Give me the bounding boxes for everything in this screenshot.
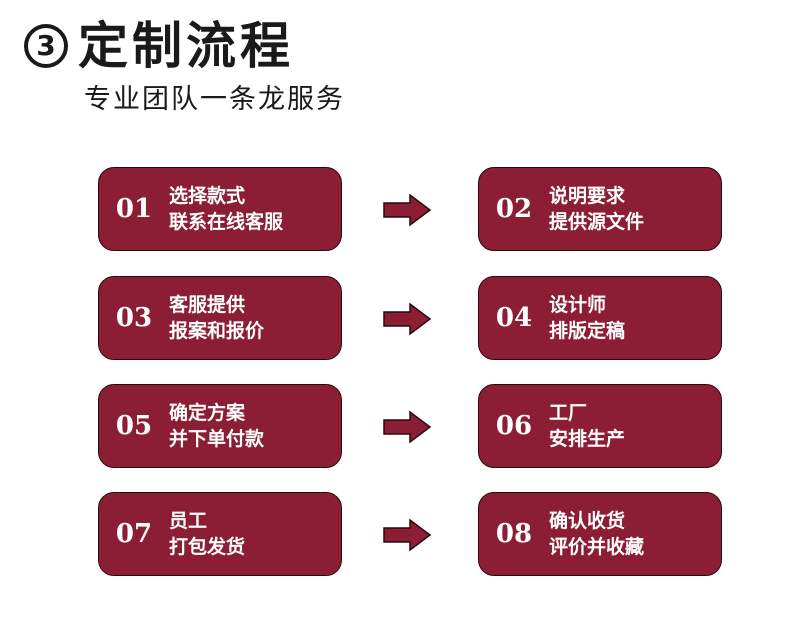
right-arrow-icon bbox=[383, 518, 432, 552]
step-number: 01 bbox=[115, 194, 153, 224]
circled-step-number: 3 bbox=[24, 24, 68, 68]
step-number: 05 bbox=[115, 411, 153, 441]
step-box-02: 02 说明要求 提供源文件 bbox=[478, 167, 722, 251]
step-line1: 确定方案 bbox=[169, 402, 246, 424]
step-description: 员工 打包发货 bbox=[169, 508, 245, 560]
page-title: 定制流程 bbox=[78, 17, 294, 75]
step-description: 确认收货 评价并收藏 bbox=[549, 508, 644, 560]
step-number: 02 bbox=[495, 194, 533, 224]
step-line2: 打包发货 bbox=[169, 536, 246, 558]
page-header: 3 定制流程 bbox=[24, 14, 294, 78]
step-box-07: 07 员工 打包发货 bbox=[98, 492, 342, 576]
step-line2: 并下单付款 bbox=[169, 428, 265, 450]
step-line1: 设计师 bbox=[549, 294, 607, 316]
step-box-01: 01 选择款式 联系在线客服 bbox=[98, 167, 342, 251]
page-subtitle: 专业团队一条龙服务 bbox=[84, 84, 345, 115]
right-arrow-icon bbox=[383, 410, 432, 444]
step-number: 07 bbox=[115, 519, 153, 549]
step-box-03: 03 客服提供 报案和报价 bbox=[98, 276, 342, 360]
step-box-04: 04 设计师 排版定稿 bbox=[478, 276, 722, 360]
step-number: 08 bbox=[495, 519, 533, 549]
step-line2: 提供源文件 bbox=[549, 211, 645, 233]
step-box-05: 05 确定方案 并下单付款 bbox=[98, 384, 342, 468]
step-line1: 说明要求 bbox=[549, 185, 626, 207]
step-number: 03 bbox=[115, 303, 153, 333]
step-line2: 排版定稿 bbox=[549, 320, 626, 342]
step-line2: 报案和报价 bbox=[169, 320, 265, 342]
step-line1: 客服提供 bbox=[169, 294, 246, 316]
step-description: 选择款式 联系在线客服 bbox=[169, 183, 283, 235]
step-line2: 联系在线客服 bbox=[169, 211, 284, 233]
step-line2: 安排生产 bbox=[549, 428, 626, 450]
step-line1: 工厂 bbox=[549, 402, 588, 424]
step-description: 设计师 排版定稿 bbox=[549, 292, 625, 344]
step-line1: 员工 bbox=[169, 510, 208, 532]
step-description: 确定方案 并下单付款 bbox=[169, 400, 264, 452]
right-arrow-icon bbox=[383, 193, 432, 227]
step-box-08: 08 确认收货 评价并收藏 bbox=[478, 492, 722, 576]
step-description: 说明要求 提供源文件 bbox=[549, 183, 644, 235]
step-box-06: 06 工厂 安排生产 bbox=[478, 384, 722, 468]
step-line2: 评价并收藏 bbox=[549, 536, 645, 558]
step-number: 04 bbox=[495, 303, 533, 333]
step-line1: 确认收货 bbox=[549, 510, 626, 532]
step-description: 客服提供 报案和报价 bbox=[169, 292, 264, 344]
step-number: 06 bbox=[495, 411, 533, 441]
step-description: 工厂 安排生产 bbox=[549, 400, 625, 452]
right-arrow-icon bbox=[383, 302, 432, 336]
step-line1: 选择款式 bbox=[169, 185, 246, 207]
step-number-text: 3 bbox=[36, 29, 56, 62]
